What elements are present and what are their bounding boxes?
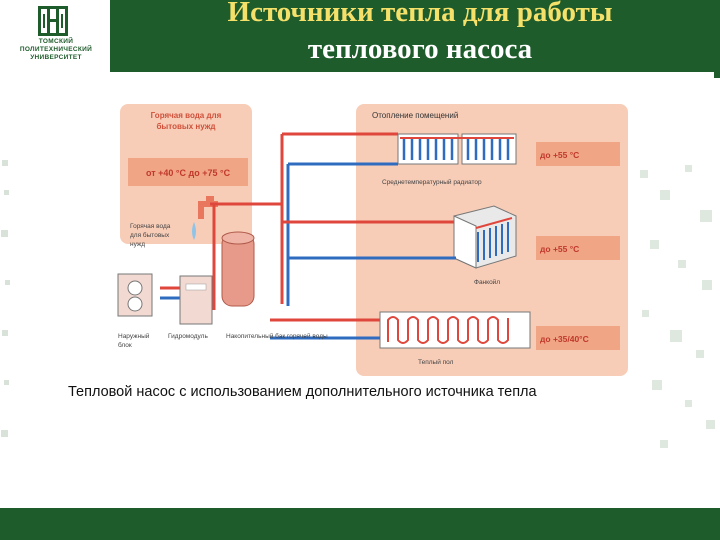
hot-water-range-box	[128, 158, 248, 186]
hydromodule-icon	[179, 275, 213, 325]
fancoil-icon	[453, 205, 517, 269]
outdoor-unit-label-1: Наружный	[118, 332, 150, 340]
tank-label: Накопительный бак горячей воды	[226, 332, 328, 340]
temp-fancoil: до +55 °C	[540, 244, 579, 254]
underfloor-heating-icon	[379, 311, 531, 349]
hot-water-tank-icon	[221, 231, 255, 307]
title-line-2: теплового насоса	[307, 33, 533, 65]
temp-radiator-box	[536, 142, 620, 166]
background-decoration-right	[640, 165, 715, 448]
tap-label-3: нужд	[130, 241, 145, 248]
university-logo: ТОМСКИЙ ПОЛИТЕХНИЧЕСКИЙ УНИВЕРСИТЕТ	[0, 0, 110, 72]
outdoor-unit-label-2: блок	[118, 341, 132, 349]
figure-caption: Тепловой насос с использованием дополнит…	[68, 384, 537, 400]
logo-mark-icon	[38, 6, 68, 36]
outdoor-unit-icon	[117, 273, 153, 317]
radiator-icon	[397, 133, 517, 165]
temp-fancoil-box	[536, 236, 620, 260]
temp-floor: до +35/40°C	[540, 334, 589, 344]
title-line-1: Источники тепла для работы	[227, 0, 613, 28]
fancoil-label: Фанкойл	[474, 278, 500, 286]
logo-line-3: УНИВЕРСИТЕТ	[30, 54, 82, 61]
footer-bar	[0, 508, 720, 540]
hot-water-title-2: бытовых нужд	[156, 122, 215, 131]
temp-radiator: до +55 °C	[540, 150, 579, 160]
temp-floor-box	[536, 326, 620, 350]
pipes	[160, 132, 456, 340]
tap-label-1: Горячая вода	[130, 223, 171, 230]
hydromodule-label: Гидромодуль	[168, 333, 208, 340]
logo-text: ТОМСКИЙ ПОЛИТЕХНИЧЕСКИЙ УНИВЕРСИТЕТ	[6, 38, 106, 62]
background-decoration-left	[1, 160, 10, 437]
heat-pump-diagram: Горячая вода для бытовых нужд от +40 °C …	[117, 104, 628, 376]
radiator-label: Среднетемпературный радиатор	[382, 178, 482, 186]
heating-title: Отопление помещений	[372, 111, 458, 120]
logo-line-1: ТОМСКИЙ	[38, 38, 74, 45]
page-title: Источники тепла для работы теплового нас…	[130, 0, 710, 68]
header-bar	[0, 0, 720, 72]
hot-water-range: от +40 °C до +75 °C	[146, 168, 231, 178]
header-accent	[714, 72, 720, 78]
hot-water-title-1: Горячая вода для	[151, 111, 222, 120]
logo-line-2: ПОЛИТЕХНИЧЕСКИЙ	[19, 46, 93, 53]
floor-label: Теплый пол	[418, 358, 454, 366]
tap-label-2: для бытовых	[130, 231, 170, 239]
